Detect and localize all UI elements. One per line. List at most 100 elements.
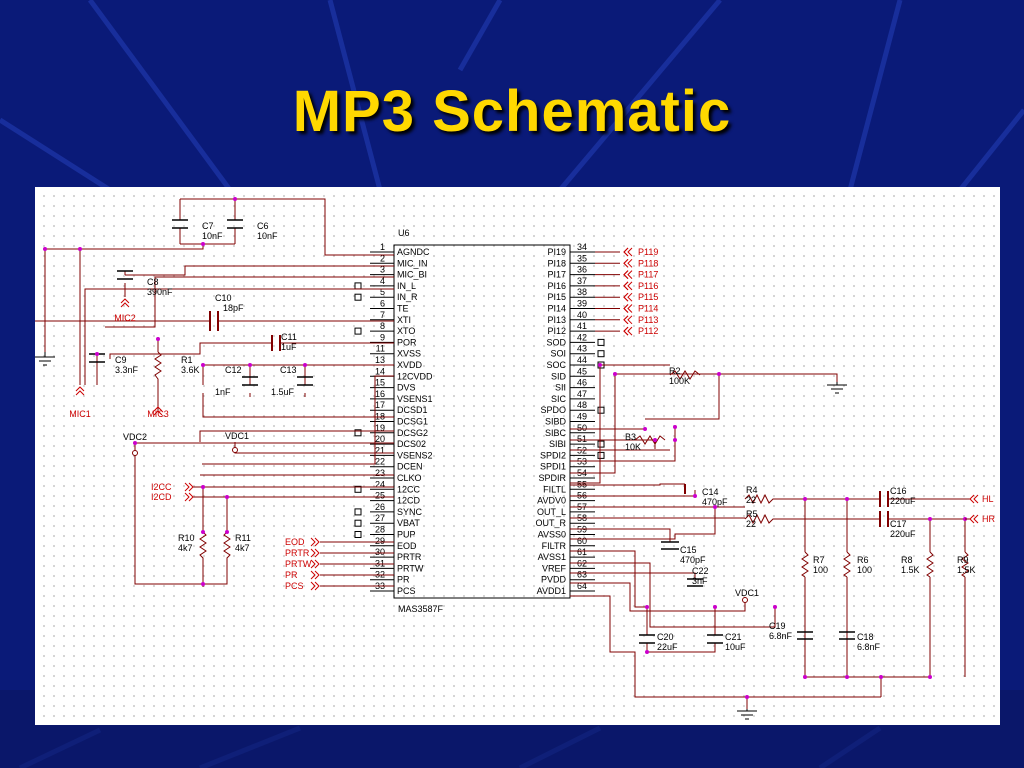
no-connect-marker: [354, 519, 362, 527]
ic-pin-number: 44: [577, 355, 587, 365]
ic-pin-number: 20: [375, 434, 385, 444]
port-flag-icon: [314, 570, 320, 580]
ic-pin-number: 7: [380, 310, 385, 320]
ic-pin-number: 8: [380, 321, 385, 331]
ic-pin-number: 4: [380, 276, 385, 286]
port-label: P119: [638, 247, 658, 257]
port-label: P114: [638, 304, 658, 314]
ic-pin-name: SOD: [546, 337, 566, 347]
junction-dot: [717, 372, 721, 376]
no-connect-marker: [597, 440, 605, 448]
power-label: VDC1: [225, 431, 249, 441]
component-ref: R10: [178, 533, 195, 543]
ic-pin-number: 13: [375, 355, 385, 365]
ic-pin-number: 25: [375, 491, 385, 501]
no-connect-marker: [354, 485, 362, 493]
component-ref: R6: [857, 555, 869, 565]
ic-pin-number: 38: [577, 287, 587, 297]
component-value: 10uF: [725, 642, 746, 652]
component-value: 1nF: [215, 387, 231, 397]
component-ref: C20: [657, 632, 674, 642]
junction-dot: [201, 485, 205, 489]
power-label: VDC1: [735, 588, 759, 598]
ic-pin-number: 45: [577, 366, 587, 376]
junction-dot: [225, 530, 229, 534]
component-value: 4k7: [178, 543, 193, 553]
junction-dot: [645, 605, 649, 609]
port-flag-icon: [973, 514, 979, 524]
component-value: 220uF: [890, 529, 916, 539]
component-ref: C12: [225, 365, 242, 375]
junction-dot: [233, 197, 237, 201]
ic-pin-number: 6: [380, 299, 385, 309]
ic-pin-name: PI18: [547, 258, 566, 268]
junction-dot: [156, 337, 160, 341]
component-ref: C14: [702, 487, 719, 497]
ic-pin-name: PI12: [547, 326, 566, 336]
junction-dot: [713, 605, 717, 609]
no-connect-marker: [354, 429, 362, 437]
port-label: PRTW: [285, 559, 312, 569]
component-ref: C21: [725, 632, 742, 642]
component-value: 1.5uF: [271, 387, 295, 397]
ic-pin-name: SID: [551, 371, 567, 381]
junction-dot: [225, 495, 229, 499]
component-ref: C9: [115, 355, 127, 365]
ic-pin-name: XTI: [397, 315, 411, 325]
ic-pin-number: 24: [375, 479, 385, 489]
ic-pin-name: PI17: [547, 270, 566, 280]
ic-pin-number: 14: [375, 366, 385, 376]
ic-pin-name: SPDI1: [540, 462, 566, 472]
ic-pin-number: 64: [577, 581, 587, 591]
component-value: 390nF: [147, 287, 173, 297]
capacitor-plates: [89, 219, 855, 644]
ic-pin-name: VBAT: [397, 518, 420, 528]
port-flag-icon: [188, 482, 194, 492]
ic-pin-name: IN_L: [397, 281, 416, 291]
ic-pin-name: SIBD: [545, 417, 567, 427]
wiring: [35, 198, 966, 709]
port-flag-icon: [623, 270, 629, 279]
component-ref: C10: [215, 293, 232, 303]
mic-port-icon: [120, 298, 130, 304]
ic-pin-number: 35: [577, 253, 587, 263]
ic-pin-name: DCEN: [397, 462, 423, 472]
ic-pin-name: AVSS0: [538, 530, 566, 540]
port-flag-icon: [314, 548, 320, 558]
no-connect-marker: [354, 282, 362, 290]
port-label: MIC1: [69, 409, 91, 419]
component-value: 10K: [625, 442, 641, 452]
junction-dot: [653, 438, 657, 442]
port-label: PCS: [285, 581, 304, 591]
resistors: [634, 370, 969, 578]
port-flag-icon: [310, 548, 316, 558]
junction-dot: [673, 425, 677, 429]
port-flag-icon: [969, 494, 975, 504]
ic-pin-number: 39: [577, 299, 587, 309]
power-connector-icon: [232, 447, 238, 453]
component-ref: C6: [257, 221, 269, 231]
no-connect-marker: [597, 350, 605, 358]
port-flag-icon: [627, 281, 633, 291]
ic-pin-number: 36: [577, 265, 587, 275]
ic-pin-name: FILTL: [543, 484, 566, 494]
port-label: P112: [638, 326, 658, 336]
component-value: 22: [746, 495, 756, 505]
ic-pin-name: CLKO: [397, 473, 422, 483]
ic-pin-number: 5: [380, 287, 385, 297]
slide-title: MP3 Schematic: [292, 79, 732, 144]
port-flag-icon: [310, 559, 316, 569]
port-flag-icon: [627, 270, 633, 279]
port-label: P115: [638, 292, 658, 302]
ic-pin-name: PRTR: [397, 552, 422, 562]
ic-pin-number: 29: [375, 536, 385, 546]
ic-pin-name: PI16: [547, 281, 566, 291]
component-value: 3.3nF: [115, 365, 139, 375]
component-value: 220uF: [890, 496, 916, 506]
port-flag-icon: [623, 247, 629, 257]
component-value: 470pF: [680, 555, 706, 565]
port-flag-icon: [188, 492, 194, 502]
component-value: 4k7: [235, 543, 250, 553]
ic-pin-name: TE: [397, 304, 409, 314]
power-connector-icon: [132, 450, 138, 456]
